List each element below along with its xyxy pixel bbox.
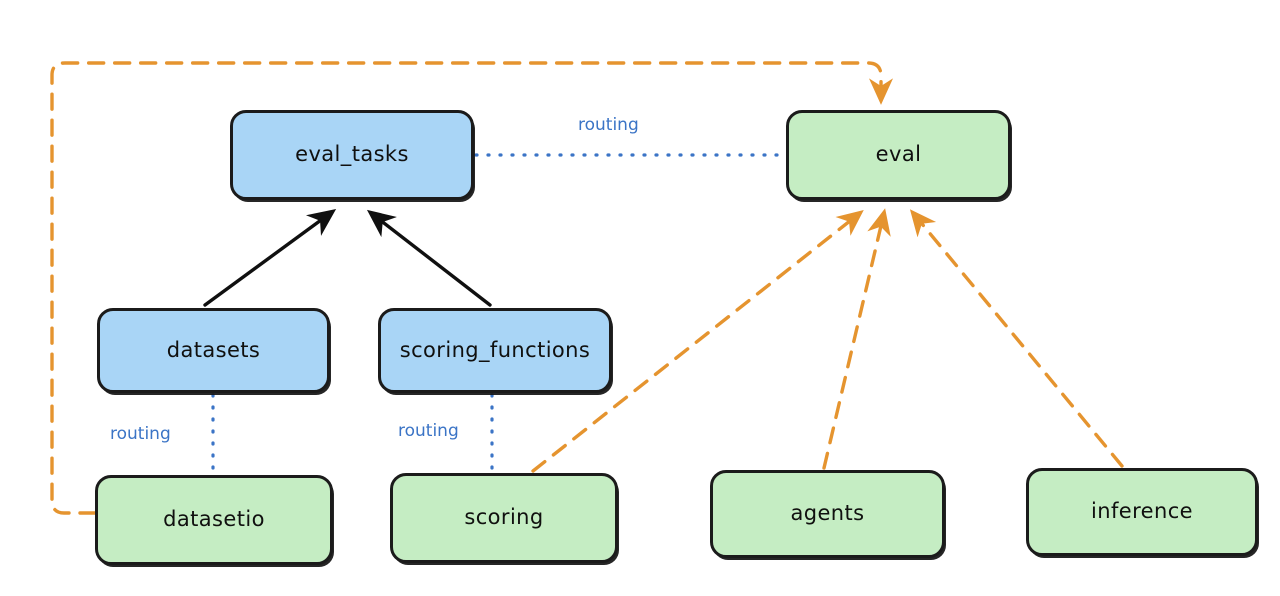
node-label-inference: inference: [1091, 499, 1193, 524]
node-scoring-functions[interactable]: scoring_functions: [378, 308, 612, 393]
edge-agents-eval: [822, 208, 891, 470]
edge-datasets-eval-tasks: [203, 208, 337, 307]
node-label-eval-tasks: eval_tasks: [295, 142, 409, 167]
node-inference[interactable]: inference: [1026, 468, 1258, 556]
node-eval[interactable]: eval: [786, 110, 1011, 200]
node-datasetio[interactable]: datasetio: [95, 475, 333, 565]
edge-scoring-functions-eval-tasks: [366, 209, 492, 307]
node-agents[interactable]: agents: [710, 470, 945, 558]
node-label-scoring: scoring: [464, 505, 544, 530]
node-eval-tasks[interactable]: eval_tasks: [230, 110, 474, 200]
node-label-eval: eval: [875, 142, 922, 167]
edge-label-routing-eval-tasks-eval: routing: [578, 115, 639, 135]
node-scoring[interactable]: scoring: [390, 473, 618, 563]
node-datasets[interactable]: datasets: [97, 308, 330, 393]
node-label-datasets: datasets: [166, 337, 261, 362]
edge-label-routing-datasets-datasetio: routing: [110, 424, 171, 444]
node-label-agents: agents: [790, 501, 865, 526]
node-label-datasetio: datasetio: [163, 507, 265, 532]
edge-inference-eval: [909, 209, 1124, 468]
edge-label-routing-scoring-functions-scoring: routing: [398, 421, 459, 441]
node-label-scoring-functions: scoring_functions: [399, 337, 591, 362]
